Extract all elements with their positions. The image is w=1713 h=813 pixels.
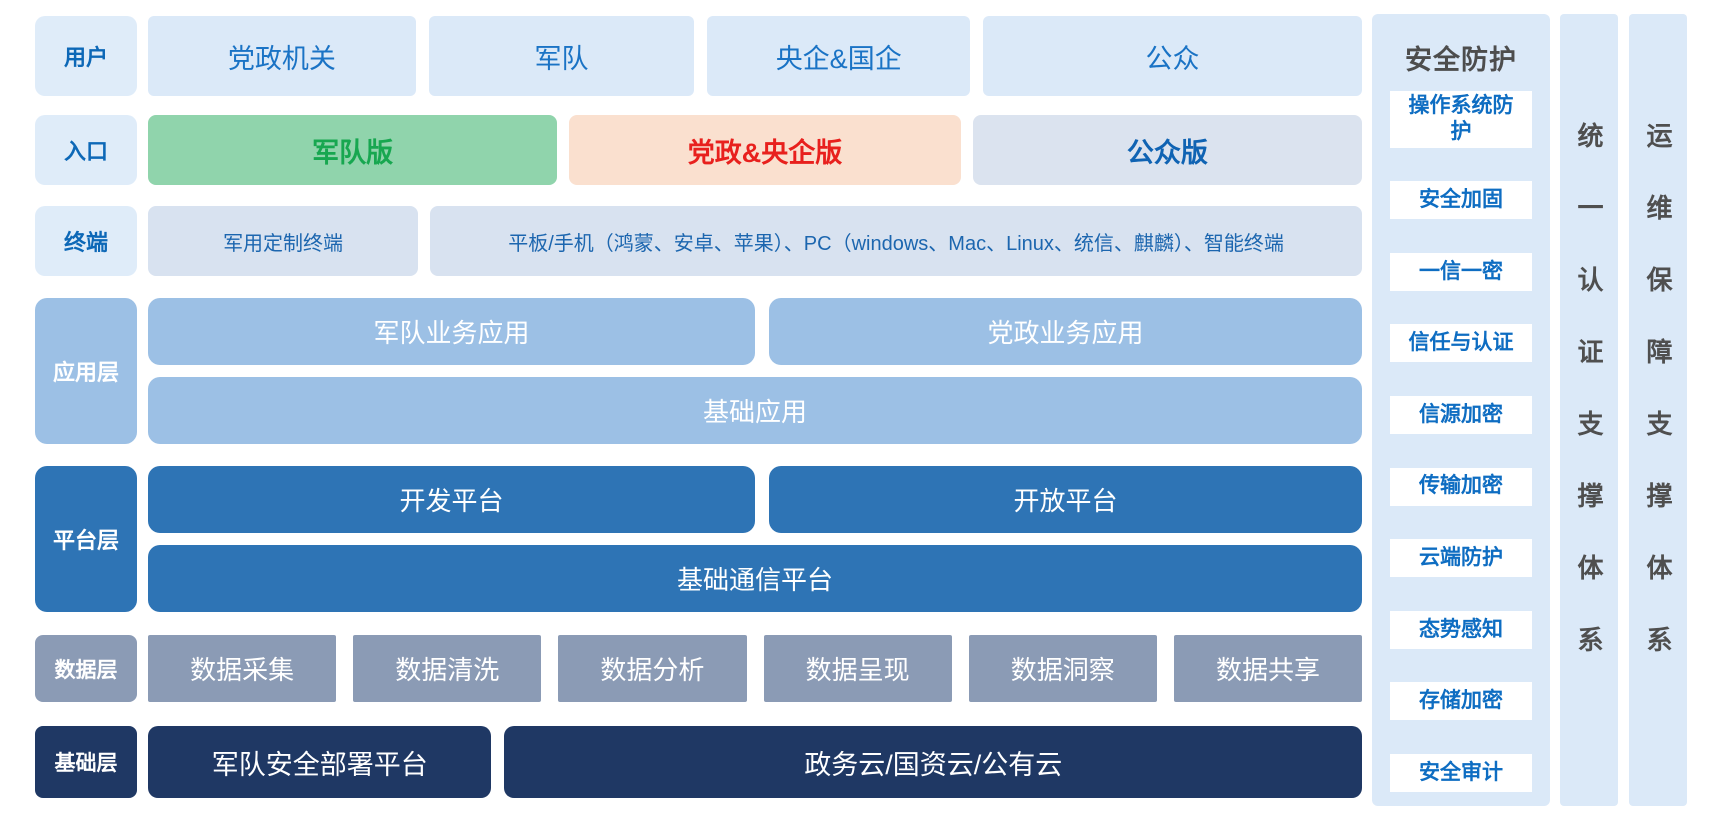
row-users-content: 党政机关 军队 央企&国企 公众 [148, 16, 1362, 96]
row-entry: 入口 军队版 党政&央企版 公众版 [35, 115, 1362, 185]
security-item-one-msg-one-key: 一信一密 [1390, 252, 1532, 291]
row-terminal: 终端 军用定制终端 平板/手机（鸿蒙、安卓、苹果）、PC（windows、Mac… [35, 206, 1362, 276]
security-items-list: 操作系统防护 安全加固 一信一密 信任与认证 信源加密 传输加密 云端防护 态势… [1372, 85, 1550, 806]
terminal-box-military-custom: 军用定制终端 [148, 206, 419, 276]
app-box-gov-business: 党政业务应用 [769, 298, 1362, 365]
foundation-box-military-deployment: 军队安全部署平台 [148, 726, 492, 798]
platform-box-basic-communication: 基础通信平台 [148, 545, 1362, 612]
row-label-terminal: 终端 [35, 206, 137, 276]
foundation-layer-content: 军队安全部署平台 政务云/国资云/公有云 [148, 726, 1362, 798]
row-label-application-layer: 应用层 [35, 298, 137, 444]
security-item-hardening: 安全加固 [1390, 181, 1532, 220]
row-label-entry: 入口 [35, 115, 137, 185]
data-box-insight: 数据洞察 [968, 635, 1157, 702]
security-item-storage-encryption: 存储加密 [1390, 682, 1532, 721]
user-box-soe: 央企&国企 [707, 16, 971, 96]
data-box-sharing: 数据共享 [1173, 635, 1363, 702]
row-label-users: 用户 [35, 16, 137, 96]
data-box-collection: 数据采集 [148, 635, 337, 702]
group-platform-layer: 平台层 开发平台 开放平台 基础通信平台 [35, 466, 1362, 612]
user-box-party-gov: 党政机关 [148, 16, 416, 96]
user-box-public: 公众 [983, 16, 1362, 96]
user-box-military: 军队 [428, 16, 695, 96]
security-item-trust-authentication: 信任与认证 [1390, 324, 1532, 363]
row-entry-content: 军队版 党政&央企版 公众版 [148, 115, 1362, 185]
platform-layer-top-row: 开发平台 开放平台 [148, 466, 1362, 533]
pillar-unified-authentication-text: 统一认证支撑体系 [1574, 122, 1604, 698]
entry-box-public-edition: 公众版 [972, 115, 1362, 185]
entry-box-military-edition: 军队版 [148, 115, 558, 185]
application-layer-content: 军队业务应用 党政业务应用 基础应用 [148, 298, 1362, 444]
platform-layer-content: 开发平台 开放平台 基础通信平台 [148, 466, 1362, 612]
platform-layer-bottom-row: 基础通信平台 [148, 545, 1362, 612]
app-box-basic-apps: 基础应用 [148, 377, 1362, 444]
data-box-analysis: 数据分析 [558, 635, 747, 702]
row-terminal-content: 军用定制终端 平板/手机（鸿蒙、安卓、苹果）、PC（windows、Mac、Li… [148, 206, 1362, 276]
terminal-box-devices: 平板/手机（鸿蒙、安卓、苹果）、PC（windows、Mac、Linux、统信、… [430, 206, 1362, 276]
pillar-unified-authentication: 统一认证支撑体系 [1560, 14, 1618, 806]
security-item-transmission-encryption: 传输加密 [1390, 467, 1532, 506]
group-application-layer: 应用层 军队业务应用 党政业务应用 基础应用 [35, 298, 1362, 444]
data-box-cleaning: 数据清洗 [353, 635, 542, 702]
security-item-source-encryption: 信源加密 [1390, 395, 1532, 434]
security-item-situation-awareness: 态势感知 [1390, 610, 1532, 649]
row-foundation-layer: 基础层 军队安全部署平台 政务云/国资云/公有云 [35, 726, 1362, 798]
app-box-military-business: 军队业务应用 [148, 298, 755, 365]
pillar-ops-maintenance-support-text: 运维保障支撑体系 [1643, 122, 1673, 698]
entry-box-gov-soe-edition: 党政&央企版 [569, 115, 961, 185]
foundation-box-clouds: 政务云/国资云/公有云 [504, 726, 1362, 798]
platform-box-development: 开发平台 [148, 466, 755, 533]
application-layer-bottom-row: 基础应用 [148, 377, 1362, 444]
security-item-cloud-protection: 云端防护 [1390, 539, 1532, 578]
platform-box-open: 开放平台 [769, 466, 1362, 533]
security-item-audit: 安全审计 [1390, 753, 1532, 792]
data-box-presentation: 数据呈现 [763, 635, 952, 702]
application-layer-top-row: 军队业务应用 党政业务应用 [148, 298, 1362, 365]
security-item-os-protection: 操作系统防护 [1390, 91, 1532, 148]
row-data-layer: 数据层 数据采集 数据清洗 数据分析 数据呈现 数据洞察 数据共享 [35, 635, 1363, 702]
row-label-platform-layer: 平台层 [35, 466, 137, 612]
row-label-data-layer: 数据层 [35, 635, 137, 702]
pillar-ops-maintenance-support: 运维保障支撑体系 [1629, 14, 1687, 806]
security-panel-title: 安全防护 [1405, 45, 1517, 75]
row-label-foundation-layer: 基础层 [35, 726, 137, 798]
data-layer-content: 数据采集 数据清洗 数据分析 数据呈现 数据洞察 数据共享 [148, 635, 1363, 702]
security-protection-panel: 安全防护 操作系统防护 安全加固 一信一密 信任与认证 信源加密 传输加密 云端… [1372, 14, 1550, 806]
row-users: 用户 党政机关 军队 央企&国企 公众 [35, 16, 1362, 96]
